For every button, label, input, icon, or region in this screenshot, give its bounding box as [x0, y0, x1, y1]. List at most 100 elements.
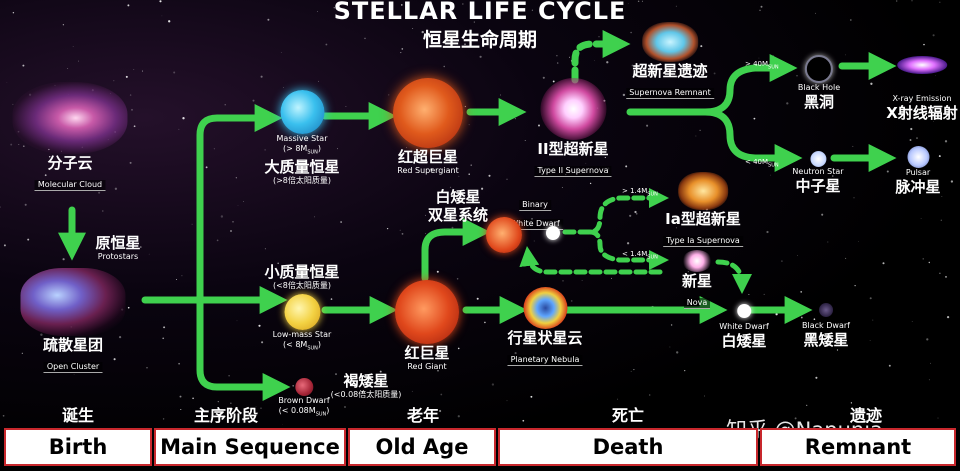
background-star [228, 375, 230, 377]
background-star [27, 238, 30, 241]
background-star [399, 229, 401, 231]
background-star [815, 12, 817, 14]
background-star [479, 55, 482, 58]
background-star [457, 347, 460, 350]
background-star [163, 326, 166, 329]
background-star [832, 175, 834, 177]
background-star [255, 406, 257, 407]
background-star [283, 86, 285, 88]
background-star [73, 374, 75, 375]
background-star [314, 216, 316, 218]
background-star [631, 64, 634, 67]
background-star [264, 149, 266, 151]
background-star [687, 271, 689, 273]
background-star [542, 76, 545, 79]
background-star [337, 148, 338, 150]
background-star [129, 94, 132, 96]
massive-star-mass: (> 8MSUN) [282, 144, 322, 156]
background-star [148, 253, 150, 255]
background-star [260, 75, 263, 78]
background-star [330, 267, 332, 269]
background-star [854, 284, 856, 287]
background-star [760, 5, 763, 8]
background-star [325, 43, 328, 46]
background-star [439, 409, 442, 413]
background-star [113, 80, 115, 82]
background-star [243, 201, 244, 202]
nova-image [681, 250, 712, 272]
background-star [168, 20, 171, 23]
background-star [939, 272, 941, 275]
background-star [443, 65, 445, 68]
background-star [180, 408, 182, 411]
white-dwarf-caption: White Dwarf [719, 322, 769, 331]
background-star [464, 105, 467, 108]
background-star [77, 60, 79, 62]
background-star [700, 45, 703, 48]
background-star [412, 28, 414, 29]
background-star [462, 3, 464, 5]
background-star [260, 407, 262, 409]
background-star [12, 12, 15, 14]
arrow-branch-massive [196, 104, 283, 304]
black-hole-image [805, 55, 833, 83]
background-star [869, 297, 872, 300]
background-star [421, 30, 424, 34]
background-star [630, 31, 632, 34]
background-star [850, 402, 853, 404]
red-supergiant-caption: Red Supergiant [397, 166, 459, 175]
background-star [6, 82, 8, 83]
brown-dwarf-label: 褐矮星 [343, 372, 389, 390]
nova-label: 新星 [681, 272, 713, 290]
arrow-split-ns [701, 108, 803, 172]
background-star [161, 15, 163, 17]
supernova-remnant-label: 超新星遗迹 [632, 62, 708, 80]
background-star [388, 94, 390, 96]
background-star [940, 219, 942, 221]
background-star [224, 104, 226, 106]
background-star [910, 127, 913, 131]
background-star [431, 366, 433, 368]
black-dwarf-caption: Black Dwarf [802, 321, 850, 330]
background-star [401, 233, 404, 235]
background-star [277, 262, 279, 265]
background-star [766, 230, 769, 234]
background-star [681, 286, 683, 287]
background-star [849, 19, 852, 21]
background-star [292, 384, 295, 387]
open-cluster-label: 疏散星团 [42, 336, 103, 354]
background-star [617, 398, 619, 400]
low-mass-star-image [283, 294, 320, 330]
background-star [634, 210, 637, 214]
binary-label-line1: 白矮星 [435, 188, 481, 206]
neutron-star-node: Neutron Star 中子星 [792, 151, 844, 195]
background-star [175, 278, 178, 281]
black-hole-node: Black Hole 黑洞 [798, 55, 840, 111]
background-star [216, 239, 219, 242]
background-star [758, 57, 760, 59]
background-star [317, 11, 318, 13]
background-star [430, 168, 433, 171]
background-star [556, 55, 558, 57]
background-star [646, 124, 649, 127]
background-star [825, 342, 826, 344]
background-star [530, 395, 533, 398]
background-star [62, 24, 65, 26]
low-mass-star-mass: (< 8MSUN) [282, 340, 322, 352]
protostar-caption: Protostars [97, 252, 139, 261]
background-star [598, 36, 600, 38]
background-star [941, 195, 943, 197]
xray-caption: X-ray Emission [892, 94, 952, 103]
background-star [770, 174, 771, 176]
type2-supernova-caption: Type II Supernova [534, 166, 612, 177]
background-star [48, 156, 51, 158]
brown-dwarf-node: Brown Dwarf (< 0.08MSUN) [278, 378, 330, 420]
black-hole-label: 黑洞 [803, 93, 834, 111]
background-star [888, 364, 891, 367]
background-star [858, 241, 859, 242]
background-star [420, 355, 423, 358]
type2-supernova-node: II型超新星 Type II Supernova [534, 78, 612, 177]
background-star [146, 367, 148, 369]
background-star [205, 166, 208, 169]
neutron-star-caption: Neutron Star [792, 167, 844, 176]
